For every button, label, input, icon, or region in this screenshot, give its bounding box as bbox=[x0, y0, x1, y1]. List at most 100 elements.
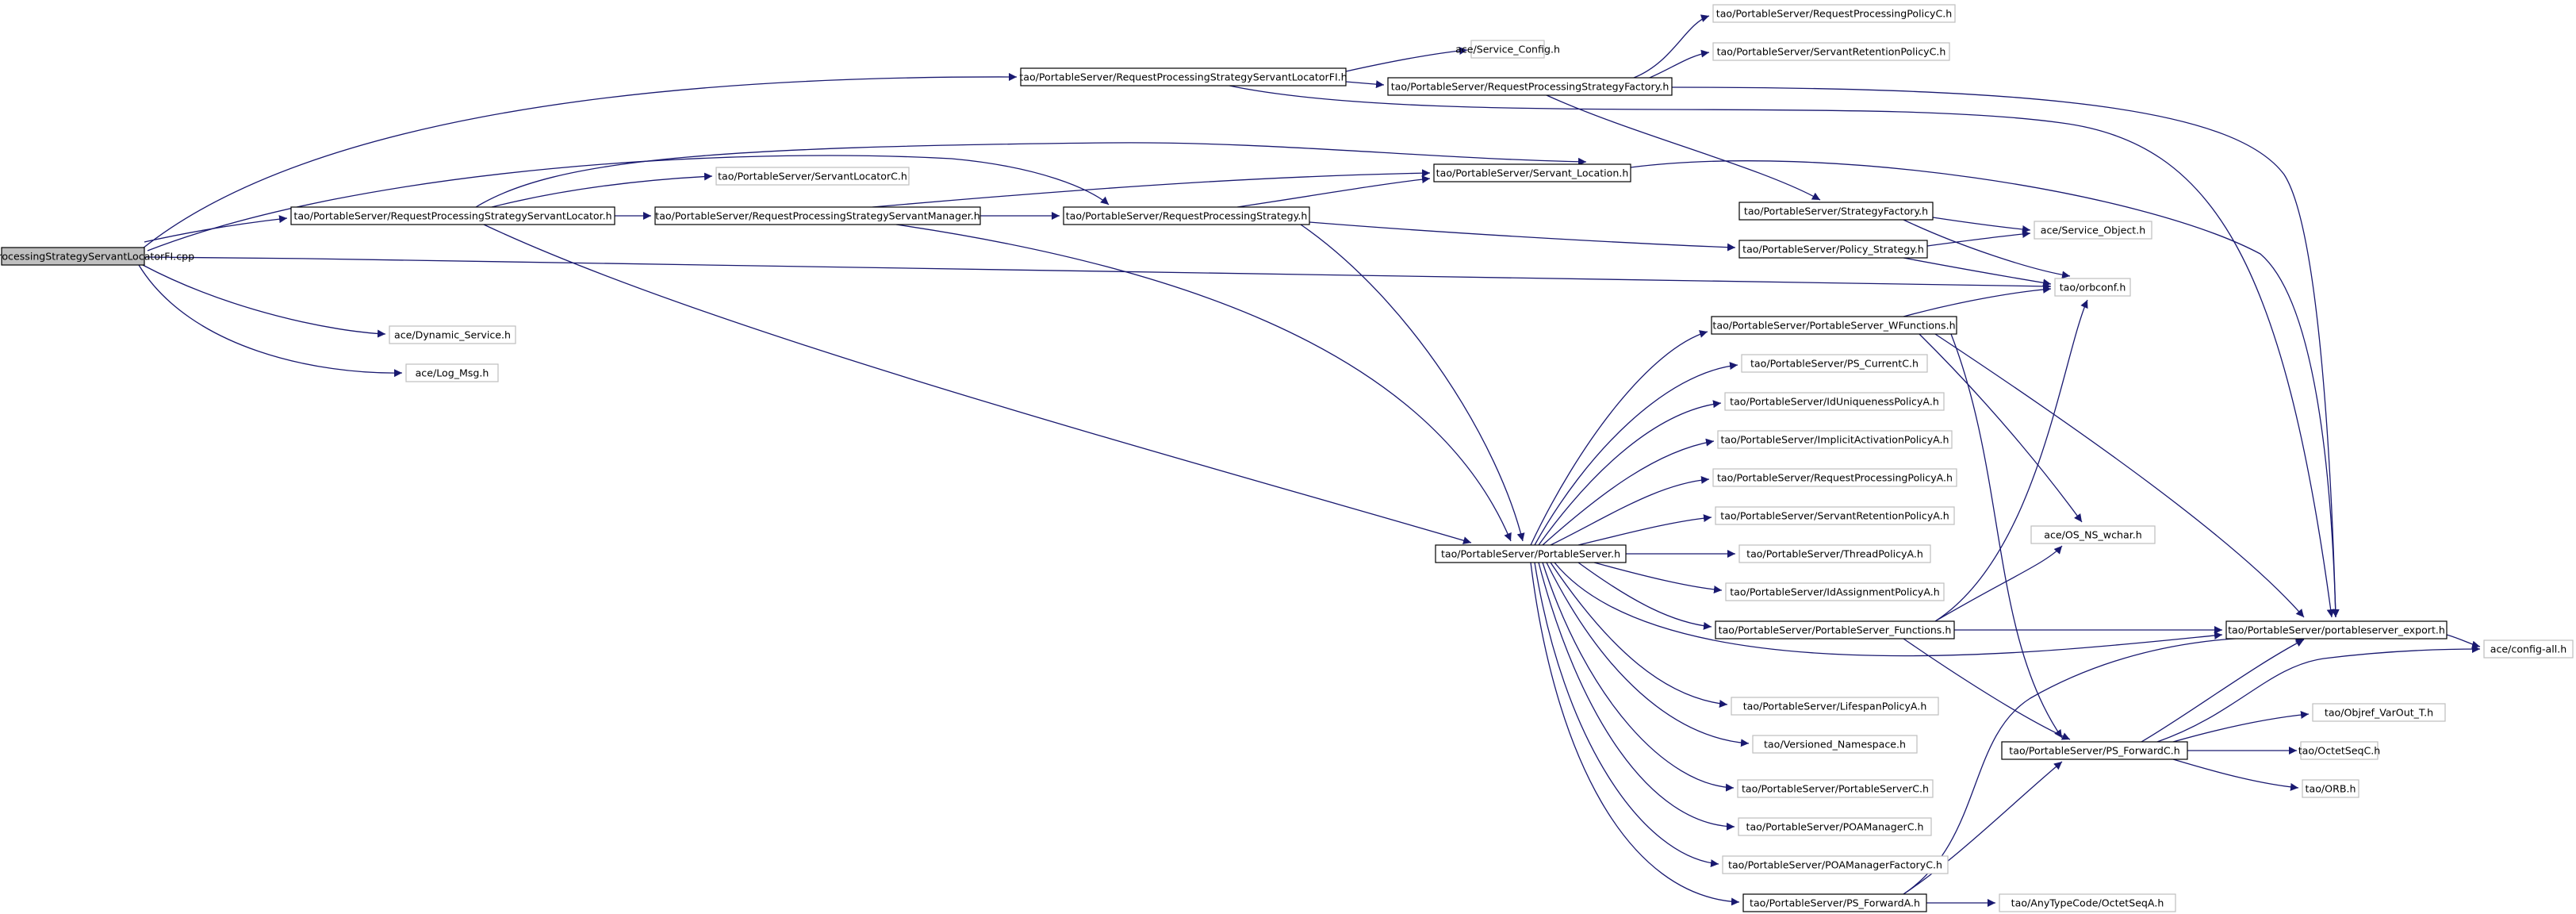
node-label: ace/Dynamic_Service.h bbox=[394, 329, 511, 341]
node-orbconf: tao/orbconf.h bbox=[2054, 278, 2131, 297]
node-label: tao/PortableServer/PortableServer.h bbox=[1441, 548, 1620, 560]
node-rpssl[interactable]: tao/PortableServer/RequestProcessingStra… bbox=[290, 206, 615, 225]
node-box bbox=[2302, 779, 2359, 798]
edge-polstrategy-to-orbconf bbox=[1903, 257, 2052, 287]
node-box bbox=[1063, 206, 1310, 225]
node-psexport[interactable]: tao/PortableServer/portableserver_export… bbox=[2225, 620, 2448, 639]
edge-root-to-dynservice bbox=[142, 264, 386, 338]
edge-psfunctions-to-orbconf bbox=[1934, 299, 2088, 622]
node-portableserver[interactable]: tao/PortableServer/PortableServer.h bbox=[1435, 544, 1627, 563]
node-box bbox=[1738, 544, 1931, 563]
node-box bbox=[290, 206, 615, 225]
node-box bbox=[1724, 392, 1945, 411]
node-rps[interactable]: tao/PortableServer/RequestProcessingStra… bbox=[1063, 206, 1310, 225]
node-label: ace/Service_Object.h bbox=[2041, 225, 2145, 236]
node-root[interactable]: RequestProcessingStrategyServantLocatorF… bbox=[0, 247, 194, 266]
edge-rps-to-servantloc bbox=[1236, 175, 1431, 208]
node-box bbox=[1737, 779, 1934, 798]
node-box bbox=[389, 325, 516, 344]
node-label: tao/PortableServer/LifespanPolicyA.h bbox=[1743, 701, 1927, 712]
node-box bbox=[715, 167, 910, 186]
node-servicecfg: ace/Service_Config.h bbox=[1455, 40, 1560, 59]
node-threadpol: tao/PortableServer/ThreadPolicyA.h bbox=[1738, 544, 1931, 563]
node-orb: tao/ORB.h bbox=[2302, 779, 2359, 798]
node-configall: ace/config-all.h bbox=[2483, 639, 2574, 659]
node-box bbox=[1711, 316, 1957, 335]
node-rpsfactory[interactable]: tao/PortableServer/RequestProcessingStra… bbox=[1387, 77, 1673, 96]
edge-portableserver-to-poamgrfactc bbox=[1534, 562, 1719, 868]
edge-wfunctions-to-psexport bbox=[1934, 333, 2305, 618]
node-box bbox=[1433, 163, 1631, 182]
node-box bbox=[2225, 620, 2448, 639]
node-layer: RequestProcessingStrategyServantLocatorF… bbox=[0, 4, 2574, 912]
edge-portableserver-to-pscurrentc bbox=[1534, 362, 1738, 546]
edge-stratfactory-to-serviceobj bbox=[1932, 217, 2031, 233]
node-portableserverc: tao/PortableServer/PortableServerC.h bbox=[1737, 779, 1934, 798]
node-box bbox=[1738, 202, 1934, 221]
edge-rpsfactory-to-rppolc bbox=[1633, 14, 1710, 79]
edge-portableserver-to-psfunctions bbox=[1577, 562, 1712, 630]
node-box bbox=[2001, 741, 2188, 760]
node-label: tao/PortableServer/ServantLocatorC.h bbox=[718, 171, 907, 182]
node-label: tao/PortableServer/Servant_Location.h bbox=[1436, 167, 1629, 179]
node-box bbox=[1, 247, 145, 266]
node-label: tao/PortableServer/PortableServer_WFunct… bbox=[1712, 320, 1955, 332]
edge-root-to-logmsg bbox=[138, 264, 403, 378]
edge-root-to-rpssl bbox=[144, 215, 288, 243]
node-psforwarda[interactable]: tao/PortableServer/PS_ForwardA.h bbox=[1742, 893, 1927, 912]
node-box bbox=[1722, 855, 1949, 874]
edge-rpsslfi-to-rpsfactory bbox=[1345, 80, 1385, 89]
node-rpssm[interactable]: tao/PortableServer/RequestProcessingStra… bbox=[654, 206, 981, 225]
node-psfunctions[interactable]: tao/PortableServer/PortableServer_Functi… bbox=[1715, 620, 1955, 639]
edge-rpssm-to-servantloc bbox=[872, 169, 1431, 208]
node-box bbox=[1715, 506, 1955, 525]
node-label: tao/PortableServer/ServantRetentionPolic… bbox=[1717, 46, 1946, 58]
node-box bbox=[2483, 639, 2574, 659]
edge-polstrategy-to-serviceobj bbox=[1926, 230, 2031, 247]
node-label: tao/PortableServer/RequestProcessingStra… bbox=[1019, 71, 1347, 83]
node-srpolc: tao/PortableServer/ServantRetentionPolic… bbox=[1712, 42, 1950, 61]
node-wfunctions[interactable]: tao/PortableServer/PortableServer_WFunct… bbox=[1711, 316, 1957, 335]
edge-wfunctions-to-osnswchar bbox=[1919, 333, 2083, 523]
node-label: tao/AnyTypeCode/OctetSeqA.h bbox=[2011, 897, 2164, 909]
node-rppola: tao/PortableServer/RequestProcessingPoli… bbox=[1712, 468, 1957, 487]
edge-psfunctions-to-psforwardc bbox=[1903, 638, 2071, 740]
edge-psforwardc-to-psexport bbox=[2141, 639, 2305, 743]
edge-psforwardc-to-orb bbox=[2172, 758, 2299, 791]
node-label: tao/PortableServer/IdUniquenessPolicyA.h bbox=[1730, 396, 1939, 408]
edge-psforwarda-to-psforwardc bbox=[1903, 761, 2063, 895]
node-stratfactory[interactable]: tao/PortableServer/StrategyFactory.h bbox=[1738, 202, 1934, 221]
node-label: tao/PortableServer/StrategyFactory.h bbox=[1744, 205, 1928, 217]
node-box bbox=[405, 363, 499, 382]
node-box bbox=[1717, 430, 1953, 449]
node-label: tao/PortableServer/RequestProcessingStra… bbox=[1066, 210, 1308, 222]
edge-rpsslfi-to-servicecfg bbox=[1345, 47, 1468, 72]
node-label: tao/Versioned_Namespace.h bbox=[1764, 739, 1906, 751]
node-label: tao/PortableServer/RequestProcessingPoli… bbox=[1716, 8, 1952, 20]
node-box bbox=[654, 206, 981, 225]
edge-wfunctions-to-psforwardc bbox=[1950, 333, 2063, 739]
node-psforwardc[interactable]: tao/PortableServer/PS_ForwardC.h bbox=[2001, 741, 2188, 760]
edge-rpsfactory-to-srpolc bbox=[1649, 49, 1710, 79]
edge-psforwardc-to-objrefvarout bbox=[2172, 711, 2310, 743]
node-serviceobj: ace/Service_Object.h bbox=[2034, 221, 2152, 240]
node-logmsg: ace/Log_Msg.h bbox=[405, 363, 499, 382]
node-polstrategy[interactable]: tao/PortableServer/Policy_Strategy.h bbox=[1738, 240, 1928, 259]
node-box bbox=[2034, 221, 2152, 240]
node-osnswchar: ace/OS_NS_wchar.h bbox=[2030, 525, 2156, 544]
edge-rps-to-polstrategy bbox=[1309, 221, 1736, 252]
node-rpsslfi[interactable]: tao/PortableServer/RequestProcessingStra… bbox=[1019, 67, 1347, 86]
node-idassign: tao/PortableServer/IdAssignmentPolicyA.h bbox=[1725, 582, 1945, 601]
edge-portableserver-to-rppola bbox=[1550, 475, 1710, 546]
node-label: tao/PortableServer/Policy_Strategy.h bbox=[1742, 244, 1924, 255]
edge-psforwarda-to-psexport bbox=[1903, 634, 2305, 895]
node-label: tao/Objref_VarOut_T.h bbox=[2325, 707, 2433, 719]
node-box bbox=[1712, 4, 1956, 23]
edge-rpssl-to-servantloc bbox=[475, 142, 1587, 208]
node-servantloc[interactable]: tao/PortableServer/Servant_Location.h bbox=[1433, 163, 1631, 182]
edge-servantloc-to-psexport bbox=[1630, 160, 2340, 618]
node-box bbox=[1738, 817, 1932, 836]
edge-rpsfactory-to-stratfactory bbox=[1546, 94, 1821, 201]
node-label: tao/OctetSeqC.h bbox=[2298, 745, 2381, 757]
edge-wfunctions-to-orbconf bbox=[1903, 285, 2052, 317]
